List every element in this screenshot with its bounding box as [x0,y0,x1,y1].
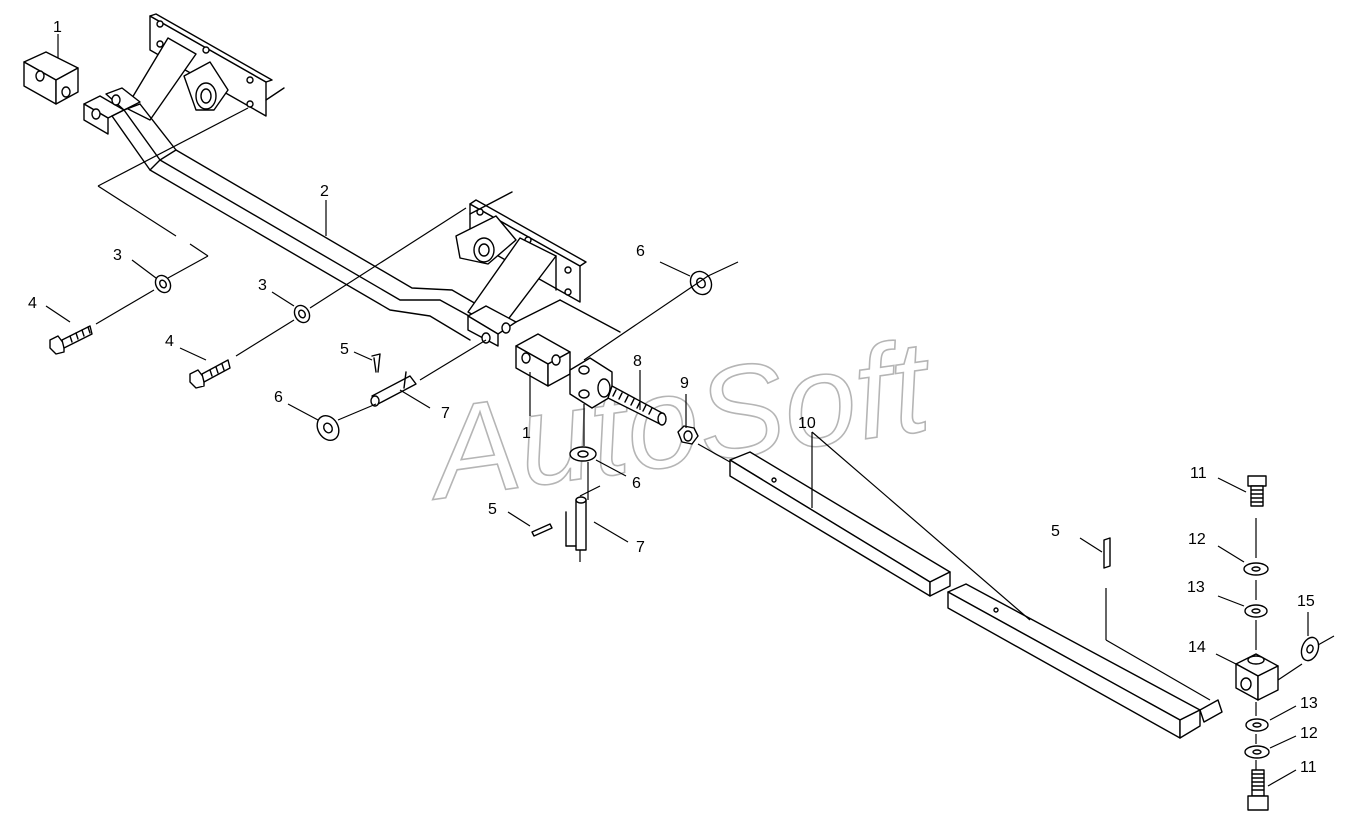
part-3-washer-left [152,273,173,296]
callout-8: 8 [633,353,642,370]
part-6-washer-center [570,447,596,461]
callout-1-upper: 1 [53,19,62,36]
part-1-block-upper [24,52,78,104]
callout-5-lower: 5 [488,501,497,518]
callout-5-right: 5 [1051,523,1060,540]
part-6-washer-upper [686,268,715,299]
part-5-cotter-lower [532,524,552,536]
callout-10: 10 [798,415,816,432]
callout-6-upper: 6 [636,243,645,260]
callout-4-center: 4 [165,333,174,350]
mounting-plate-upper [126,14,284,120]
callout-12-upper: 12 [1188,531,1206,548]
callout-13-lower: 13 [1300,695,1318,712]
part-9-nut [678,426,698,444]
callout-2: 2 [320,183,329,200]
callout-13-upper: 13 [1187,579,1205,596]
part-2-frame [84,88,490,340]
part-7-pin-upper [371,372,416,406]
callout-11-upper: 11 [1190,465,1207,482]
washers [152,268,715,461]
part-8-adjuster [570,358,666,425]
part-11-bolt-lower [1248,770,1268,810]
part-13-washer-upper [1245,605,1267,617]
part-10-tube-inner [948,584,1222,738]
frame-clevis [468,300,620,346]
assembly-lines [96,108,1334,770]
part-13-washer-lower [1246,719,1268,731]
part-7-pin-lower [566,497,586,550]
callout-6-left: 6 [274,389,283,406]
callout-14: 14 [1188,639,1206,656]
part-1-block-center [516,334,570,386]
callout-6-center: 6 [632,475,641,492]
callout-3-left: 3 [113,247,122,264]
callout-15: 15 [1297,593,1315,610]
callout-12-lower: 12 [1300,725,1318,742]
callout-7-lower: 7 [636,539,645,556]
part-5-cotter-upper [372,354,380,372]
callout-5-upper: 5 [340,341,349,358]
part-4-bolt-center [190,360,230,388]
part-11-bolt-upper [1248,476,1266,506]
callout-4-left: 4 [28,295,37,312]
callout-9: 9 [680,375,689,392]
part-5-cotter-right [1104,538,1110,568]
part-12-washer-upper [1244,563,1268,575]
part-12-washer-lower [1245,746,1269,758]
part-14-block [1236,654,1278,700]
callout-labels: 1 2 3 4 3 4 5 6 7 1 6 8 9 6 5 7 10 5 11 … [28,19,1318,776]
part-3-washer-center [291,303,312,326]
callout-leaders [46,34,1308,786]
part-15-washer [1298,635,1321,663]
part-4-bolt-left [50,326,92,354]
part-6-washer-left [313,412,343,445]
part-10-tube-outer [730,452,950,596]
callout-1-center: 1 [522,425,531,442]
callout-11-lower: 11 [1300,759,1317,776]
callout-7-upper: 7 [441,405,450,422]
callout-3-center: 3 [258,277,267,294]
mounting-plate-center [456,192,586,330]
